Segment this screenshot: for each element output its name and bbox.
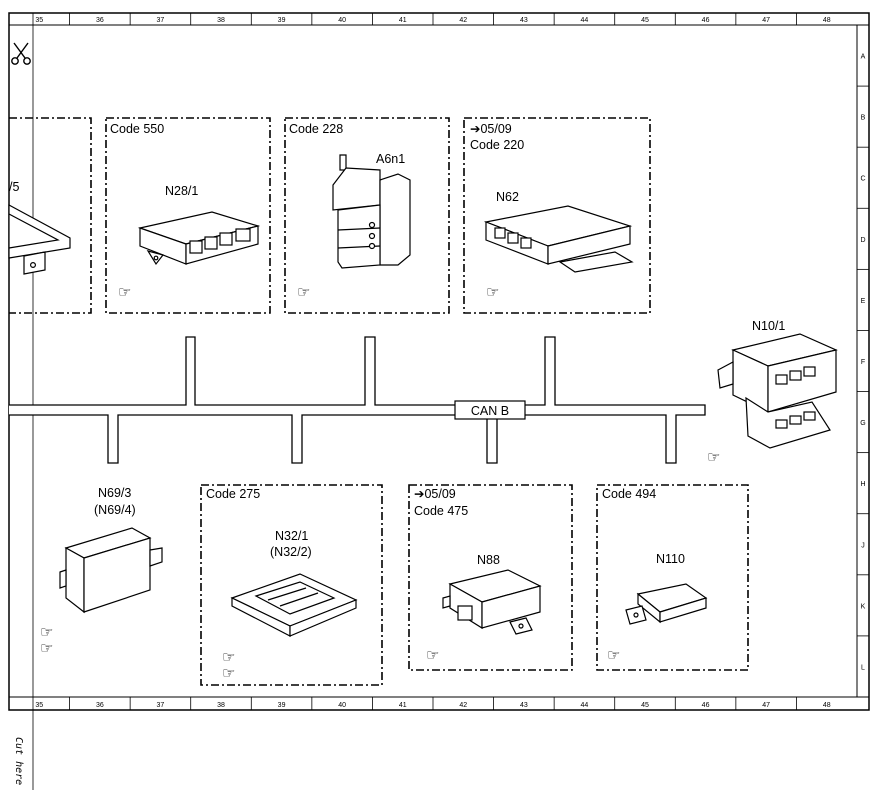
grid-column-label: 46 <box>702 702 710 709</box>
n62-date-marker: ➔05/09 <box>470 122 512 136</box>
n69-4-pointer-icon: ☞ <box>40 640 53 657</box>
grid-row-label: D <box>860 237 865 244</box>
grid-column-label: 41 <box>399 17 407 24</box>
grid-column-label: 47 <box>762 702 770 709</box>
n110-unit-icon <box>625 583 708 625</box>
n32-1-pointer-icon: ☞ <box>222 649 235 666</box>
n69-3-pointer-icon: ☞ <box>40 624 53 641</box>
n32-1-code: Code 275 <box>206 487 260 501</box>
n62-pointer-icon: ☞ <box>486 284 499 301</box>
n10-1-unit-icon <box>717 333 838 449</box>
a6n1-code: Code 228 <box>289 122 343 136</box>
n32-1-sublabel: (N32/2) <box>270 545 312 559</box>
cut-here-label: Cut here <box>13 737 24 785</box>
grid-rows: A B C D E F G H J K L <box>857 54 869 671</box>
partial-module: /5 <box>8 180 71 275</box>
n110-pointer-icon: ☞ <box>607 647 620 664</box>
module-n62: ➔05/09 Code 220 N62 ☞ <box>470 122 634 301</box>
grid-row-label: K <box>861 603 866 610</box>
module-n32-1: Code 275 N32/1 (N32/2) ☞ ☞ <box>206 487 358 682</box>
grid-column-label: 37 <box>157 702 165 709</box>
grid-column-label: 38 <box>217 702 225 709</box>
grid-column-label: 37 <box>157 17 165 24</box>
grid-row-label: A <box>861 54 866 61</box>
grid-row-label: L <box>861 664 865 671</box>
grid-column-label: 36 <box>96 702 104 709</box>
a6n1-unit-icon <box>332 154 411 269</box>
can-b-label: CAN B <box>471 404 509 418</box>
grid-column-label: 44 <box>581 702 589 709</box>
grid-column-label: 48 <box>823 702 831 709</box>
a6n1-label: A6n1 <box>376 152 405 166</box>
grid-row-label: B <box>861 115 866 122</box>
grid-column-label: 39 <box>278 702 286 709</box>
grid-column-label: 42 <box>459 702 467 709</box>
grid-column-label: 43 <box>520 17 528 24</box>
n32-1-unit-icon <box>230 573 358 637</box>
grid-column-label: 47 <box>762 17 770 24</box>
grid-column-label: 41 <box>399 702 407 709</box>
module-n88: ➔05/09 Code 475 N88 ☞ <box>414 487 542 664</box>
grid-column-label: 48 <box>823 17 831 24</box>
grid-columns-bottom: 35 36 37 38 39 40 41 42 43 44 45 46 47 48 <box>35 697 831 710</box>
module-n10-1: N10/1 ☞ <box>707 319 838 466</box>
partial-module-label: /5 <box>9 180 19 194</box>
n88-label: N88 <box>477 553 500 567</box>
grid-column-label: 39 <box>278 17 286 24</box>
grid-column-label: 38 <box>217 17 225 24</box>
a6n1-pointer-icon: ☞ <box>297 284 310 301</box>
grid-column-label: 40 <box>338 702 346 709</box>
n28-1-label: N28/1 <box>165 184 198 198</box>
n28-1-code: Code 550 <box>110 122 164 136</box>
module-n28-1: Code 550 N28/1 ☞ <box>110 122 261 301</box>
n10-1-label: N10/1 <box>752 319 785 333</box>
n110-code: Code 494 <box>602 487 656 501</box>
grid-column-label: 43 <box>520 702 528 709</box>
grid-column-label: 35 <box>35 17 43 24</box>
n32-1-label: N32/1 <box>275 529 308 543</box>
n110-label: N110 <box>656 552 685 566</box>
grid-column-label: 44 <box>581 17 589 24</box>
grid-columns-top: 35 36 37 38 39 40 41 42 43 44 45 46 47 48 <box>35 13 831 25</box>
n88-code: Code 475 <box>414 504 468 518</box>
grid-column-label: 45 <box>641 17 649 24</box>
n62-code: Code 220 <box>470 138 524 152</box>
module-boxes <box>9 117 749 686</box>
grid-row-label: F <box>861 359 865 366</box>
n69-3-unit-icon <box>59 527 163 614</box>
grid-row-label: C <box>860 176 865 183</box>
grid-column-label: 42 <box>459 17 467 24</box>
grid-column-label: 35 <box>35 702 43 709</box>
n28-1-pointer-icon: ☞ <box>118 284 131 301</box>
n10-1-pointer-icon: ☞ <box>707 449 720 466</box>
module-n110: Code 494 N110 ☞ <box>602 487 708 664</box>
n69-3-sublabel: (N69/4) <box>94 503 136 517</box>
grid-row-label: E <box>861 298 866 305</box>
frame <box>8 12 870 790</box>
grid-column-label: 36 <box>96 17 104 24</box>
n69-3-label: N69/3 <box>98 486 131 500</box>
n88-date-marker: ➔05/09 <box>414 487 456 501</box>
n32-2-pointer-icon: ☞ <box>222 665 235 682</box>
grid-column-label: 45 <box>641 702 649 709</box>
grid-row-label: J <box>861 542 865 549</box>
grid-column-label: 46 <box>702 17 710 24</box>
n62-unit-icon <box>483 205 634 273</box>
grid-row-label: H <box>860 481 865 488</box>
n88-unit-icon <box>442 569 542 635</box>
can-b-bus <box>9 336 706 464</box>
n88-pointer-icon: ☞ <box>426 647 439 664</box>
module-n69-3: N69/3 (N69/4) ☞ ☞ <box>40 486 163 657</box>
scissors-icon <box>11 42 31 65</box>
grid-row-label: G <box>860 420 865 427</box>
module-a6n1: Code 228 A6n1 ☞ <box>289 122 411 301</box>
grid-column-label: 40 <box>338 17 346 24</box>
n62-label: N62 <box>496 190 519 204</box>
n28-1-unit-icon <box>137 211 261 266</box>
